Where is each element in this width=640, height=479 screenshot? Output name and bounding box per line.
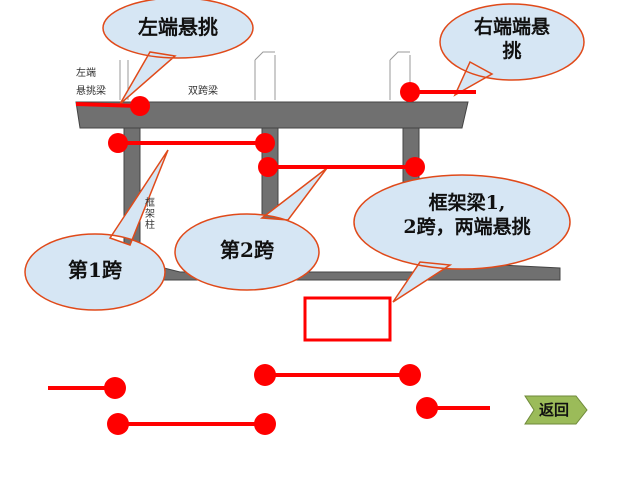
callout-left-cantilever: 左端悬挑	[138, 15, 218, 39]
callout-left-bubble	[102, 0, 254, 105]
label-frame-column: 框 架 柱	[145, 198, 155, 231]
return-button[interactable]: 返回	[524, 395, 588, 425]
callout-span1-bubble	[24, 149, 169, 311]
label-two-span-beam: 双跨梁	[188, 86, 218, 97]
background-sketch	[119, 51, 411, 100]
callout-right-bubble	[439, 3, 585, 97]
highlight-box	[303, 296, 392, 342]
return-label: 返回	[538, 401, 569, 419]
top-beam	[75, 101, 469, 129]
callout-span1: 第1跨	[68, 258, 122, 282]
callout-frame-beam: 框架梁1, 2跨，两端悬挑	[403, 192, 531, 238]
span-markers	[48, 82, 490, 435]
callout-frame-beam-bubble	[353, 174, 571, 303]
arrow-chevron-icon	[524, 395, 588, 425]
callout-span2: 第2跨	[220, 238, 274, 262]
callout-span2-bubble	[174, 167, 328, 291]
label-cantilever-beam: 悬挑梁	[76, 86, 106, 97]
label-left-end: 左端	[76, 68, 96, 79]
callout-right-cantilever: 右端端悬 挑	[473, 16, 550, 62]
